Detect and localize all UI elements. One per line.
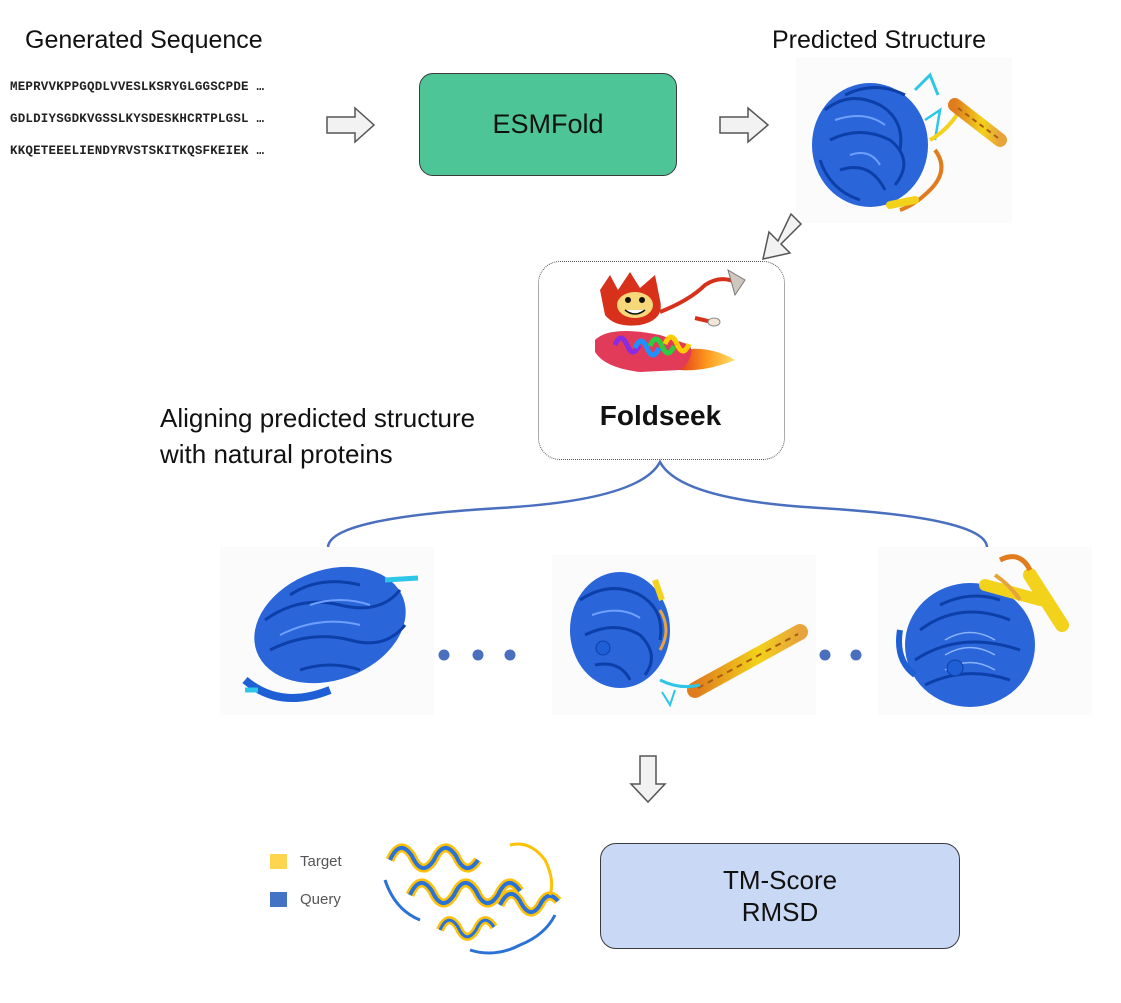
arrow-esmfold-to-structure-icon [719,106,770,144]
arrow-down-icon [629,755,667,804]
match-protein-structure-1-icon [242,566,419,702]
brace-icon [326,459,989,548]
predicted-protein-structure-icon [812,72,1007,212]
tm-score-label: TM-Score [722,864,838,895]
esmfold-box: ESMFold [419,73,677,176]
alignment-caption-line-2: with natural proteins [160,439,393,469]
target-legend-label: Target [300,853,342,870]
ellipsis-dots-2-icon [819,649,862,661]
query-legend-label: Query [300,891,341,908]
match-protein-structure-3-icon [896,554,1069,707]
ellipsis-dots-1-icon [438,649,516,661]
sequence-line-1: MEPRVVKPPGQDLVVESLKSRYGLGGSCPDE … [10,80,265,94]
query-swatch [270,892,287,907]
target-swatch [270,854,287,869]
rmsd-label: RMSD [741,897,819,927]
generated-sequence-title: Generated Sequence [25,26,263,54]
foldseek-label: Foldseek [599,400,722,431]
aligned-structure-icon [383,842,562,955]
alignment-caption-line-1: Aligning predicted structure [160,403,476,433]
sequence-line-3: KKQETEEELIENDYRVSTSKITKQSFKEIEK … [10,144,265,158]
foldseek-box [538,261,785,460]
metrics-box: TM-Score RMSD [600,843,960,949]
predicted-structure-title: Predicted Structure [772,26,986,54]
match-protein-structure-2-icon [570,572,808,708]
arrow-structure-to-foldseek-icon [762,212,803,260]
esmfold-label: ESMFold [492,109,604,139]
arrow-seq-to-esmfold-icon [326,106,376,144]
foldseek-mascot-icon [595,268,746,372]
sequence-line-2: GDLDIYSGDKVGSSLKYSDESKHCRTPLGSL … [10,112,265,126]
